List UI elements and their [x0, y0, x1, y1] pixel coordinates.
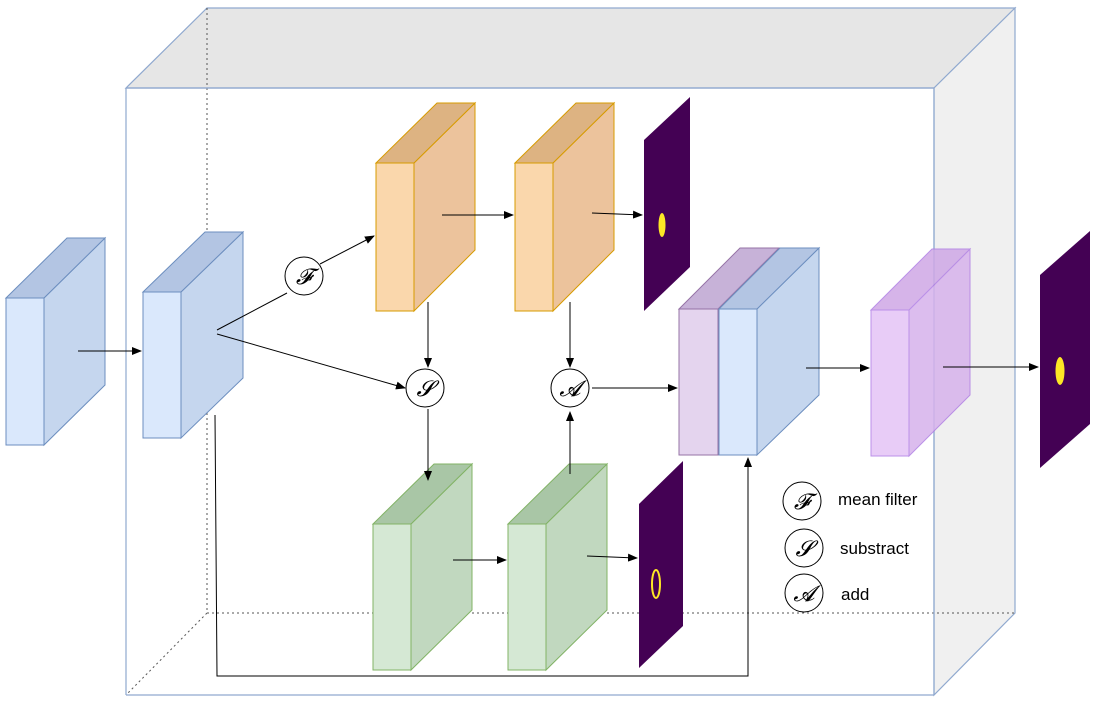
container-hidden-edge — [125, 612, 208, 696]
legend-item-add: 𝓐 add — [784, 573, 869, 613]
arrow-orange2-to-map — [591, 210, 643, 219]
mean-filter-operator: 𝓕 — [284, 256, 324, 296]
container-top-face — [124, 7, 1017, 89]
high-freq-map — [639, 461, 683, 668]
low-freq-block-1 — [374, 101, 477, 313]
legend-label: mean filter — [838, 490, 918, 509]
arrow-encoder-to-S — [216, 333, 406, 390]
high-freq-block-2 — [506, 462, 609, 672]
concat-purple-block — [677, 247, 781, 456]
encoder-feature-block — [141, 230, 245, 440]
legend: 𝓕 mean filter 𝓢 substract 𝓐 add — [782, 481, 918, 613]
fusion-block — [869, 247, 972, 458]
arrow-encoder-to-F — [216, 292, 288, 331]
legend-item-subtract: 𝓢 substract — [784, 528, 909, 568]
legend-item-mean-filter: 𝓕 mean filter — [782, 481, 918, 521]
low-freq-map — [644, 97, 690, 311]
legend-label: add — [841, 585, 869, 604]
subtract-operator: 𝓢 — [405, 368, 445, 408]
legend-label: substract — [840, 539, 909, 558]
concat-blue-block — [717, 246, 821, 457]
connections — [78, 210, 1039, 677]
arrow-green2-to-map — [586, 553, 638, 562]
input-feature-block — [4, 236, 107, 447]
arrow-F-to-orange — [319, 235, 375, 265]
low-freq-block-2 — [513, 101, 616, 313]
add-operator: 𝓐 — [550, 368, 590, 408]
high-freq-block-1 — [371, 462, 474, 672]
arrow-skip-connection — [214, 414, 752, 677]
final-output-map — [1040, 231, 1090, 468]
